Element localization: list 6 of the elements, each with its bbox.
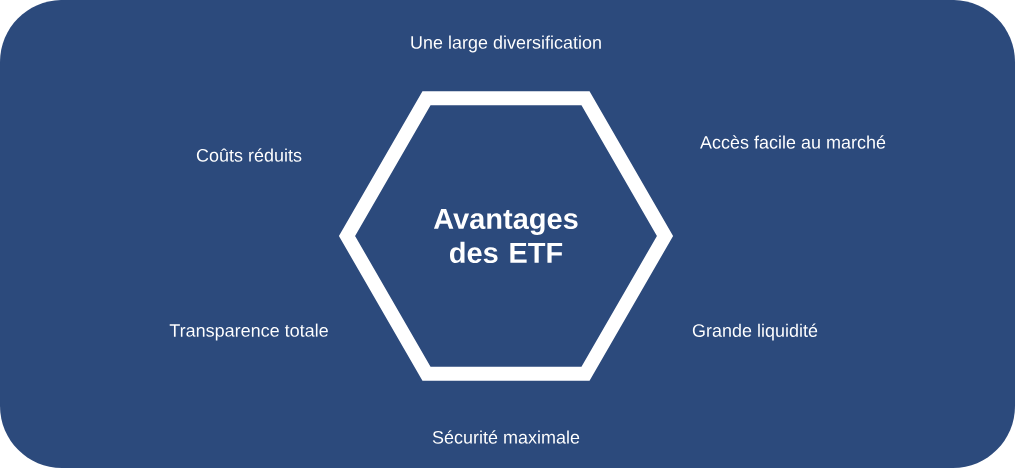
feature-label: Coûts réduits [196, 148, 302, 162]
feature-label: Transparence totale [169, 323, 328, 341]
feature-label: Grande liquidité [692, 323, 818, 341]
feature-label: Accès facile au marché [700, 135, 886, 149]
feature-label: Une large diversification [411, 35, 601, 53]
feature-label: Sécurité maximale [432, 430, 580, 444]
